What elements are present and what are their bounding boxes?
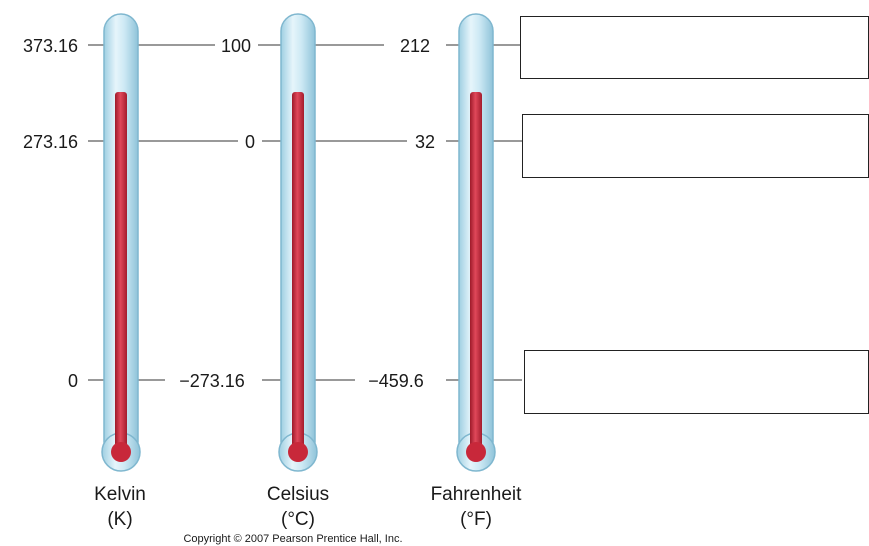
answer-box-absolute-zero[interactable] — [524, 350, 869, 414]
fahrenheit-freezing-label: 32 — [415, 132, 435, 152]
answer-box-boiling[interactable] — [520, 16, 869, 79]
thermometer-celsius — [278, 13, 318, 472]
kelvin-name: Kelvin — [94, 484, 146, 505]
celsius-freezing-label: 0 — [245, 132, 255, 152]
celsius-unit: (°C) — [281, 509, 315, 530]
fahrenheit-unit: (°F) — [460, 509, 492, 530]
celsius-boiling-label: 100 — [221, 36, 251, 56]
answer-box-freezing[interactable] — [522, 114, 869, 178]
celsius-zero-label: −273.16 — [179, 371, 245, 391]
fahrenheit-zero-label: −459.6 — [368, 371, 424, 391]
kelvin-unit: (K) — [107, 509, 132, 530]
fahrenheit-values: 212 32 −459.6 — [368, 36, 435, 391]
fahrenheit-name: Fahrenheit — [431, 484, 523, 505]
thermometer-fahrenheit — [456, 13, 496, 472]
copyright-notice: Copyright © 2007 Pearson Prentice Hall, … — [183, 533, 402, 545]
fahrenheit-boiling-label: 212 — [400, 36, 430, 56]
kelvin-values: 373.16 273.16 0 — [23, 36, 78, 391]
celsius-name: Celsius — [267, 484, 329, 505]
kelvin-boiling-label: 373.16 — [23, 36, 78, 56]
thermometer-kelvin — [101, 13, 141, 472]
celsius-values: 100 0 −273.16 — [179, 36, 255, 391]
kelvin-zero-label: 0 — [68, 371, 78, 391]
kelvin-freezing-label: 273.16 — [23, 132, 78, 152]
